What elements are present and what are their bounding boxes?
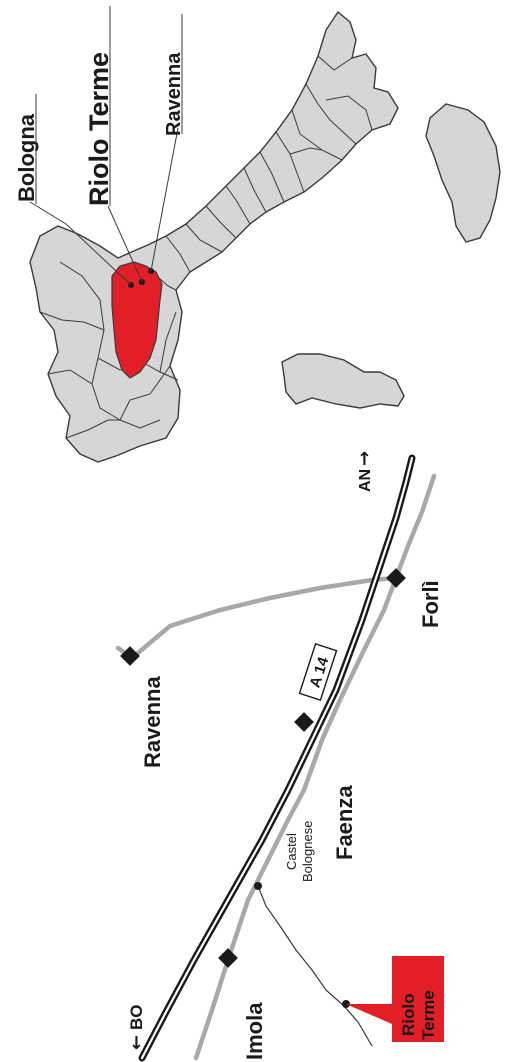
direction-bo-arrow-icon: ← [126, 1035, 147, 1050]
riolo-terme-callout: Riolo Terme [346, 956, 444, 1042]
direction-an-arrow-icon: → [354, 451, 375, 466]
a14-label-box: A 14 [298, 642, 338, 702]
via-emilia-road [193, 473, 437, 1061]
callout-box [392, 956, 444, 1042]
callout-line1: Riolo [399, 994, 418, 1037]
riolo-terme-leader [107, 205, 143, 283]
sardinia [281, 353, 405, 409]
riolo-terme-label: Riolo Terme [84, 52, 114, 206]
sicily [425, 103, 501, 243]
imola-town-label: Imola [242, 1002, 267, 1060]
imola-marker [218, 948, 238, 968]
faenza-town-label: Faenza [332, 785, 357, 860]
ravenna-road [115, 575, 399, 661]
bologna-leader [29, 201, 132, 286]
callout-pointer [346, 1004, 392, 1024]
direction-an: AN → [354, 451, 375, 492]
callout-line2: Terme [419, 990, 438, 1040]
bologna-label: Bologna [14, 113, 39, 202]
main-roads [115, 473, 437, 1061]
direction-bo-label: BO [127, 1005, 146, 1031]
a14-motorway [138, 454, 416, 1062]
regional-borders [39, 55, 373, 439]
castel-bolognese-dot [254, 882, 262, 890]
bolognese-label: Bolognese [300, 821, 315, 882]
direction-an-label: AN [357, 469, 374, 492]
forli-town-label: Forlì [418, 580, 443, 628]
ravenna-town-label: Ravenna [140, 676, 165, 768]
faenza-marker [294, 712, 314, 732]
overview-map: Bologna Riolo Terme Ravenna [14, 6, 501, 463]
forli-marker [386, 568, 406, 588]
direction-bo: ← BO [126, 1005, 147, 1051]
riolo-branch-road [257, 885, 373, 1047]
route-map: A 14 Ravenna Faenza Imola Forlì Castel B… [115, 451, 444, 1062]
ravenna-label: Ravenna [163, 52, 185, 136]
emilia-romagna-highlight [111, 261, 163, 379]
ravenna-leader [150, 127, 179, 272]
castel-label: Castel [284, 833, 299, 870]
